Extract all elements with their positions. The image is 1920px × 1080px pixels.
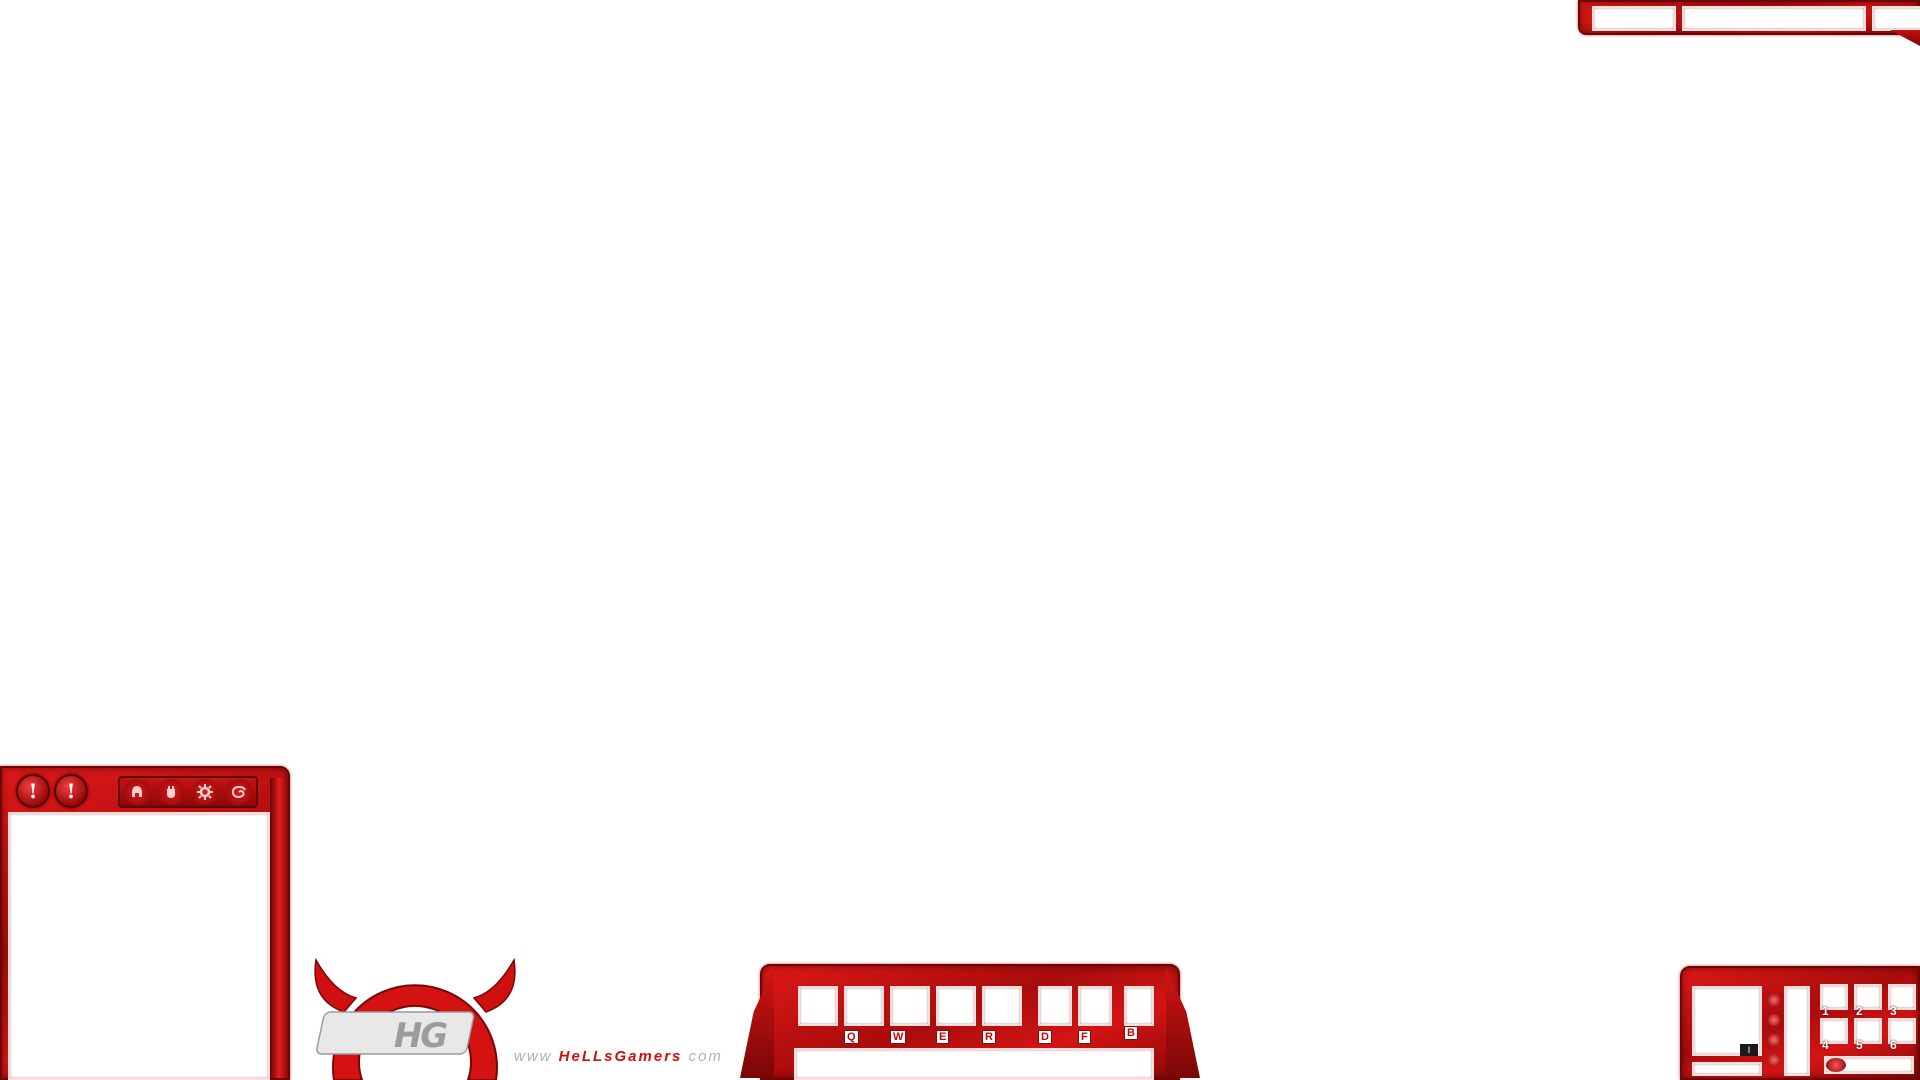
recall-slot-b[interactable] [1124,986,1154,1026]
stat-gem-3 [1768,1034,1780,1046]
stat-gem-4 [1768,1054,1780,1066]
ability-slot-q[interactable] [844,986,884,1026]
ability-slot-e[interactable] [936,986,976,1026]
site-url-brand: HeLLsGamers [558,1048,683,1065]
item-slot-3[interactable] [1888,984,1916,1010]
item-slot-5[interactable] [1854,1018,1882,1044]
stat-gem-1 [1768,994,1780,1006]
item-key-6: 6 [1890,1038,1897,1052]
ability-slot-r[interactable] [982,986,1022,1026]
top-info-slot-3 [1872,6,1920,31]
left-panel-spine [270,778,288,1078]
minimap-area[interactable] [1692,986,1762,1056]
ability-key-w: W [890,1030,907,1044]
item-slot-6[interactable] [1888,1018,1916,1044]
ability-slot-passive[interactable] [798,986,838,1026]
item-slot-4[interactable] [1820,1018,1848,1044]
site-url: www HeLLsGamers com [514,1048,723,1065]
ability-slot-w[interactable] [890,986,930,1026]
ability-key-e: E [936,1030,950,1044]
right-panel: I 1 2 3 4 5 6 [1680,966,1920,1080]
resource-bar [794,1048,1154,1080]
top-info-bar [1578,0,1920,35]
gold-display [1824,1056,1914,1074]
gear-icon[interactable] [192,779,218,805]
alert-button-2[interactable]: ! [54,774,88,808]
item-key-2: 2 [1856,1004,1863,1018]
item-key-5: 5 [1856,1038,1863,1052]
alert-button-1[interactable]: ! [16,774,50,808]
icon-tray [118,776,258,808]
swirl-icon[interactable] [226,779,252,805]
item-slot-2[interactable] [1854,984,1882,1010]
stat-gem-2 [1768,1014,1780,1026]
summoner-slot-d[interactable] [1038,986,1072,1026]
item-key-3: 3 [1890,1004,1897,1018]
ability-bar: Q W E R D F B [740,964,1200,1080]
minimap-marker: I [1740,1044,1758,1056]
helmet-icon[interactable] [124,779,150,805]
ability-key-r: R [982,1030,996,1044]
site-url-suffix: com [688,1048,723,1065]
ability-bar-right-wing [1166,968,1200,1078]
site-url-prefix: www [514,1048,553,1065]
summoner-slot-f[interactable] [1078,986,1112,1026]
summoner-key-f: F [1078,1030,1091,1044]
item-key-4: 4 [1822,1038,1829,1052]
top-info-slot-2 [1682,6,1866,31]
fist-icon[interactable] [158,779,184,805]
gold-icon [1826,1058,1846,1072]
summoner-key-d: D [1038,1030,1052,1044]
item-key-1: 1 [1822,1004,1829,1018]
item-slot-1[interactable] [1820,984,1848,1010]
hellsgamers-logo: HG [304,940,526,1080]
left-panel-content-area [8,812,270,1080]
left-panel: ! ! [0,766,290,1080]
recall-key-b: B [1124,1026,1138,1040]
stats-column [1784,986,1810,1076]
ability-bar-left-wing [740,968,774,1078]
minimap-strip [1692,1062,1762,1076]
top-info-slot-1 [1592,6,1676,31]
ability-key-q: Q [844,1030,859,1044]
logo-monogram: HG [393,1016,448,1056]
